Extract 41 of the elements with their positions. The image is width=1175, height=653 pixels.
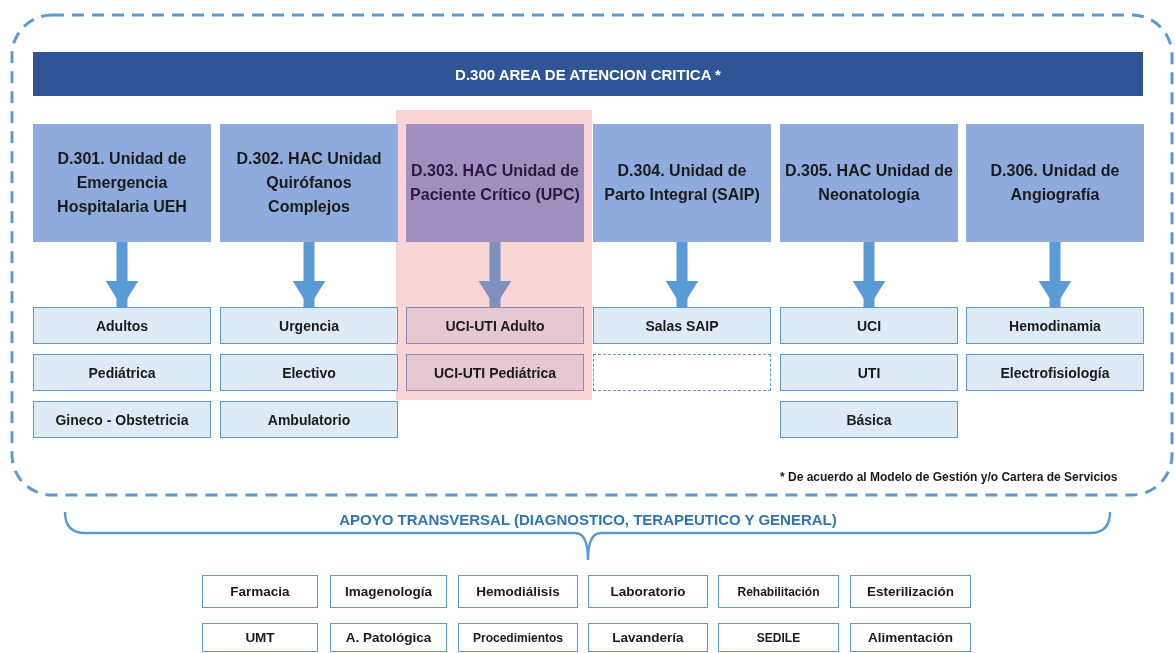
support-service-box: Farmacia xyxy=(202,575,318,608)
service-box: Adultos xyxy=(33,307,211,344)
service-box: UCI xyxy=(780,307,958,344)
service-box: UTI xyxy=(780,354,958,391)
empty-dashed-box xyxy=(593,354,771,391)
down-arrow xyxy=(665,242,699,307)
area-header-bar: D.300 AREA DE ATENCION CRITICA * xyxy=(33,52,1143,96)
support-service-box: Alimentación xyxy=(850,623,971,652)
service-box: Electrofisiología xyxy=(966,354,1144,391)
service-box: Electivo xyxy=(220,354,398,391)
support-service-box: Laboratorio xyxy=(588,575,708,608)
service-box: Ambulatorio xyxy=(220,401,398,438)
unit-box: D.304. Unidad de Parto Integral (SAIP) xyxy=(593,124,771,242)
support-service-box: Esterilización xyxy=(850,575,971,608)
support-service-box: Lavandería xyxy=(588,623,708,652)
service-box: Hemodinamia xyxy=(966,307,1144,344)
support-service-box: A. Patológica xyxy=(330,623,447,652)
unit-box: D.302. HAC Unidad Quirófanos Complejos xyxy=(220,124,398,242)
unit-box: D.306. Unidad de Angiografía xyxy=(966,124,1144,242)
support-service-box: Rehabilitación xyxy=(718,575,839,608)
service-box: Salas SAIP xyxy=(593,307,771,344)
footnote: * De acuerdo al Modelo de Gestión y/o Cartera de Servicios xyxy=(780,470,1118,484)
support-service-box: UMT xyxy=(202,623,318,652)
down-arrow xyxy=(1038,242,1072,307)
unit-box: D.303. HAC Unidad de Paciente Crítico (UPC) xyxy=(406,124,584,242)
down-arrow xyxy=(852,242,886,307)
unit-box: D.301. Unidad de Emergencia Hospitalaria UEH xyxy=(33,124,211,242)
support-service-box: Procedimientos xyxy=(458,623,578,652)
service-box: Básica xyxy=(780,401,958,438)
service-box: Gineco - Obstetricia xyxy=(33,401,211,438)
support-service-box: SEDILE xyxy=(718,623,839,652)
service-box: Pediátrica xyxy=(33,354,211,391)
service-box: UCI-UTI Adulto xyxy=(406,307,584,344)
unit-box: D.305. HAC Unidad de Neonatología xyxy=(780,124,958,242)
down-arrow xyxy=(478,242,512,307)
support-service-box: Hemodiálisis xyxy=(458,575,578,608)
service-box: Urgencia xyxy=(220,307,398,344)
support-service-box: Imagenología xyxy=(330,575,447,608)
down-arrow xyxy=(105,242,139,307)
down-arrow xyxy=(292,242,326,307)
service-box: UCI-UTI Pediátrica xyxy=(406,354,584,391)
